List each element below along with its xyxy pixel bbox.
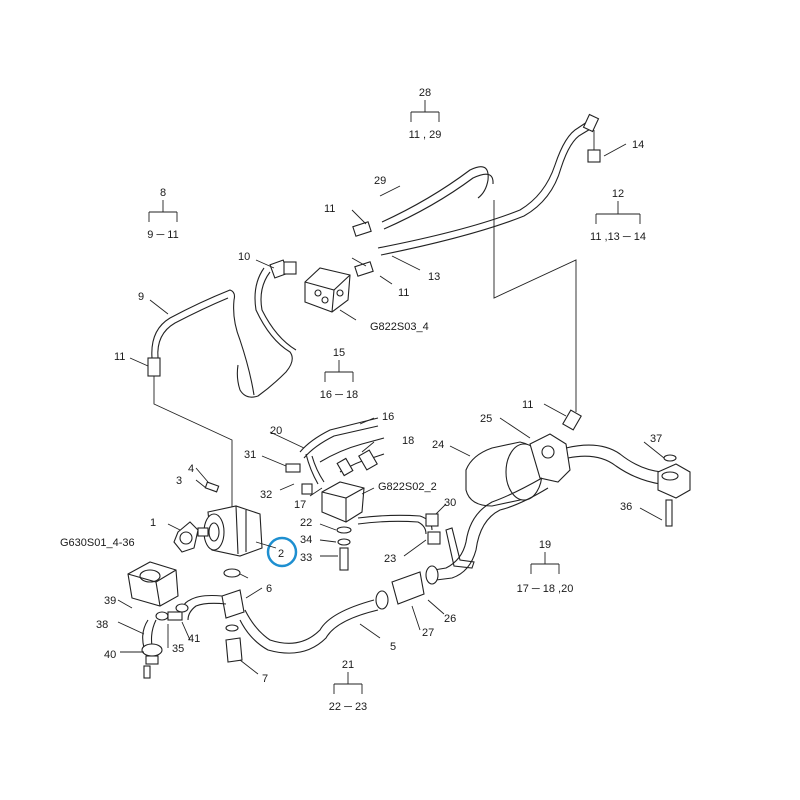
- label-25: 25: [480, 413, 492, 425]
- group-15-range: 16 ─ 18: [320, 389, 358, 401]
- label-23: 23: [384, 553, 396, 565]
- label-27: 27: [422, 627, 434, 639]
- label-36: 36: [620, 501, 632, 513]
- fitting-11-upper: [352, 221, 374, 277]
- label-26: 26: [444, 613, 456, 625]
- label-4: 4: [188, 463, 194, 475]
- label-29: 29: [374, 175, 386, 187]
- label-11-b: 11: [398, 287, 409, 299]
- valve-block-g822s02: [321, 481, 365, 523]
- label-34: 34: [300, 534, 312, 546]
- label-g822s03: G822S03_4: [370, 321, 429, 333]
- label-18: 18: [402, 435, 414, 447]
- label-10: 10: [238, 251, 250, 263]
- label-11-a: 11: [324, 203, 335, 215]
- leader-lines: [117, 143, 665, 675]
- label-3: 3: [176, 475, 182, 487]
- group-8-top: 8: [160, 187, 166, 199]
- label-35: 35: [172, 643, 184, 655]
- label-17: 17: [294, 499, 306, 511]
- group-19-range: 17 ─ 18 ,20: [517, 583, 574, 595]
- upper-line-assembly: [147, 113, 601, 510]
- label-2: 2: [278, 548, 284, 560]
- group-bracket-21: 21 22 ─ 23: [329, 659, 367, 713]
- group-12-top: 12: [612, 188, 624, 200]
- group-12-range: 11 ,13 ─ 14: [590, 231, 646, 243]
- fitting-14: [582, 113, 601, 163]
- label-24: 24: [432, 439, 444, 451]
- label-7: 7: [262, 673, 268, 685]
- return-filter-assembly: [181, 409, 691, 663]
- group-19-top: 19: [539, 539, 551, 551]
- label-11-d: 11: [522, 399, 533, 411]
- label-30: 30: [444, 497, 456, 509]
- elbow-fitting-10: [269, 259, 297, 279]
- label-41: 41: [188, 633, 200, 645]
- group-28-range: 11 , 29: [409, 129, 442, 141]
- group-bracket-28: 28 11 , 29: [409, 87, 442, 141]
- label-14: 14: [632, 139, 644, 151]
- label-13: 13: [428, 271, 440, 283]
- label-32: 32: [260, 489, 272, 501]
- label-1: 1: [150, 517, 156, 529]
- label-16: 16: [382, 411, 394, 423]
- label-5: 5: [390, 641, 396, 653]
- control-valve-assembly: [285, 417, 475, 571]
- group-21-top: 21: [342, 659, 354, 671]
- label-6: 6: [266, 583, 272, 595]
- label-20: 20: [270, 425, 282, 437]
- valve-block-g822s03: [304, 267, 351, 313]
- highlight-circle-part-2: [266, 536, 298, 568]
- label-38: 38: [96, 619, 108, 631]
- group-bracket-12: 12 11 ,13 ─ 14: [590, 188, 646, 243]
- label-9: 9: [138, 291, 144, 303]
- label-37: 37: [650, 433, 662, 445]
- fitting-11-left: [147, 357, 161, 377]
- group-bracket-15: 15 16 ─ 18: [320, 347, 358, 401]
- group-bracket-8: 8 9 ─ 11: [147, 187, 178, 241]
- label-g630s01: G630S01_4-36: [60, 537, 135, 549]
- group-28-top: 28: [419, 87, 431, 99]
- label-22: 22: [300, 517, 312, 529]
- group-bracket-19: 19 17 ─ 18 ,20: [517, 539, 574, 595]
- gear-unit-g630s01: [127, 561, 189, 679]
- label-11-c: 11: [114, 351, 125, 363]
- label-33: 33: [300, 552, 312, 564]
- group-21-range: 22 ─ 23: [329, 701, 367, 713]
- label-31: 31: [244, 449, 256, 461]
- label-39: 39: [104, 595, 116, 607]
- label-g822s02: G822S02_2: [378, 481, 437, 493]
- group-8-range: 9 ─ 11: [147, 229, 178, 241]
- group-15-top: 15: [333, 347, 345, 359]
- hydraulic-pump-2: [173, 481, 263, 557]
- callout-labels: 29 11 11 13 14 10 9 11 G822S03_4 16 18 2…: [60, 139, 662, 685]
- label-40: 40: [104, 649, 116, 661]
